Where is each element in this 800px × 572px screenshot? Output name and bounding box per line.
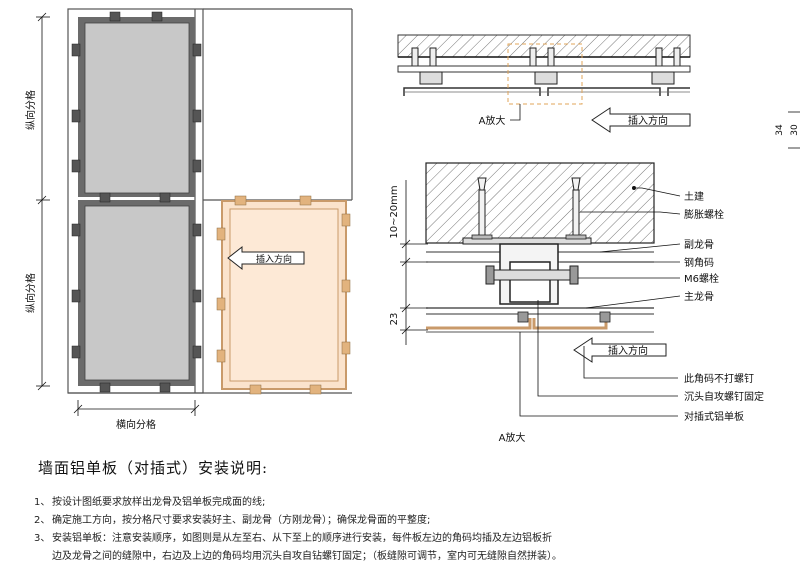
panel-brackets	[71, 11, 202, 393]
detail-ref-label: A放大	[479, 114, 506, 127]
installation-notes: 墙面铝单板（对插式）安装说明: 1、按设计图纸要求放样出龙骨及铝单板完成面的线;…	[0, 455, 800, 572]
note-item-2: 2、确定施工方向，按分格尺寸要求安装好主、副龙骨（方刚龙骨）；确保龙骨面的平整度…	[34, 511, 430, 526]
top-section	[397, 34, 800, 149]
concrete-wall	[425, 162, 655, 244]
callout-no-screw: 此角码不打螺钉	[684, 372, 754, 385]
dim-gap-label: 10~20mm	[389, 185, 400, 238]
vertical-division-lower-label: 纵向分格	[24, 273, 37, 313]
note-item-1: 1、按设计图纸要求放样出龙骨及铝单板完成面的线;	[34, 493, 265, 508]
insert-direction-label-top: 插入方向	[628, 114, 668, 127]
detail-a-caption: A放大	[499, 431, 526, 444]
note-text: 确定施工方向，按分格尺寸要求安装好主、副龙骨（方刚龙骨）；确保龙骨面的平整度;	[52, 515, 431, 526]
detail-a-box	[507, 43, 583, 105]
note-text: 安装铝单板：注意安装顺序，如图则是从左至右、从下至上的顺序进行安装，每件板左边的…	[52, 533, 552, 544]
note-item-3-cont: 边及龙骨之间的缝隙中，右边及上边的角码均用沉头自攻自钻螺钉固定；（板缝隙可调节，…	[34, 547, 562, 562]
callout-interlocking-panel: 对插式铝单板	[684, 410, 744, 423]
dim-34-label: 34	[775, 124, 785, 136]
insert-direction-arrow	[227, 245, 305, 271]
detail-a	[400, 162, 681, 417]
insert-direction-label-left: 插入方向	[256, 253, 292, 265]
note-number: 2、	[34, 515, 51, 526]
note-text: 边及龙骨之间的缝隙中，右边及上边的角码均用沉头自攻自钻螺钉固定；（板缝隙可调节，…	[52, 551, 562, 562]
dim-23-label: 23	[389, 313, 400, 326]
dim-30-label: 30	[790, 124, 800, 136]
horizontal-division-label: 横向分格	[116, 418, 156, 431]
callout-main-keel: 主龙骨	[684, 290, 714, 303]
notes-title: 墙面铝单板（对插式）安装说明:	[38, 459, 269, 477]
callout-expansion-bolt: 膨胀螺栓	[684, 208, 724, 221]
callout-m6-bolt: M6螺栓	[684, 272, 719, 285]
insert-direction-label-detail: 插入方向	[608, 344, 648, 357]
callout-sub-keel: 副龙骨	[684, 238, 714, 251]
left-elevation	[36, 8, 353, 416]
note-number: 3、	[34, 533, 51, 544]
note-number: 1、	[34, 497, 51, 508]
callout-countersunk-screw: 沉头自攻螺钉固定	[684, 390, 764, 403]
note-text: 按设计图纸要求放样出龙骨及铝单板完成面的线;	[52, 497, 266, 508]
callout-civil: 土建	[684, 190, 704, 203]
vertical-division-upper-label: 纵向分格	[24, 90, 37, 130]
callout-steel-angle: 钢角码	[684, 256, 714, 269]
note-item-3: 3、安装铝单板：注意安装顺序，如图则是从左至右、从下至上的顺序进行安装，每件板左…	[34, 529, 552, 544]
